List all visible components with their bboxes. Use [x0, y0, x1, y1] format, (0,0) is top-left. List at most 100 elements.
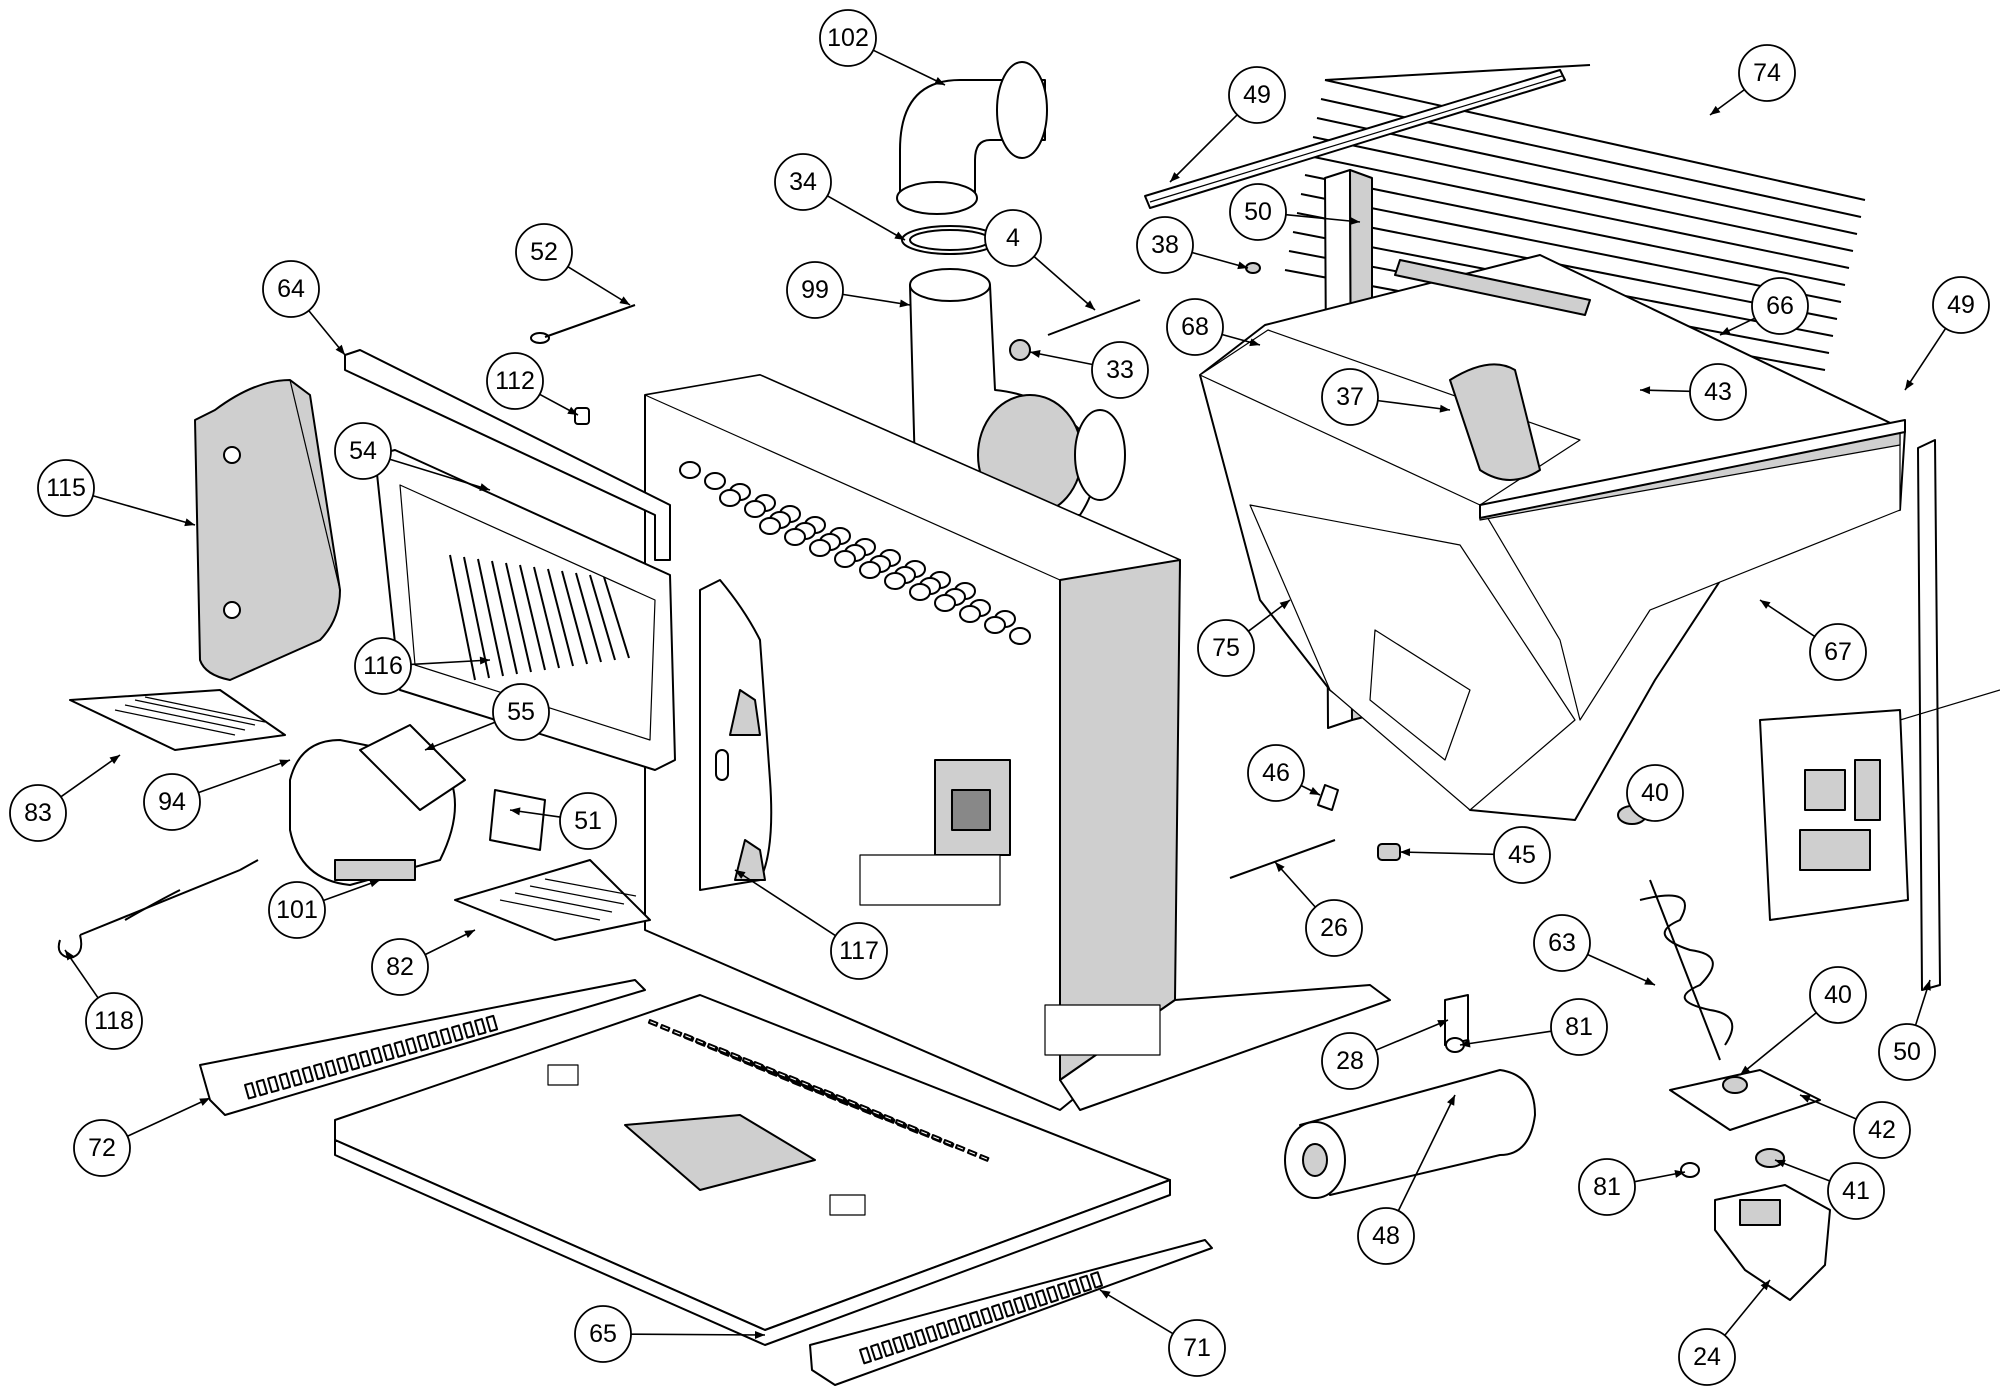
callout-label: 55: [507, 698, 535, 726]
vertical-bracket-right-part: [1917, 439, 1941, 991]
callout-label: 102: [827, 24, 869, 52]
mount-plate-part: [1669, 1069, 1821, 1131]
ash-tray-left-part: [69, 689, 286, 751]
callout-label: 66: [1766, 292, 1794, 320]
callout-label: 115: [46, 474, 86, 502]
nut-part: [1009, 339, 1031, 361]
callout-99: 99: [786, 261, 844, 319]
callout-94: 94: [143, 773, 201, 831]
callout-label: 116: [363, 652, 403, 680]
callout-49: 49: [1228, 66, 1286, 124]
callout-label: 101: [276, 896, 318, 924]
callout-118: 118: [85, 992, 143, 1050]
callout-49: 49: [1932, 276, 1990, 334]
u-bracket-part: [1444, 994, 1469, 1046]
callout-label: 33: [1106, 356, 1134, 384]
callout-label: 51: [574, 807, 602, 835]
callout-52: 52: [515, 223, 573, 281]
callout-label: 81: [1565, 1013, 1593, 1041]
callout-label: 38: [1151, 231, 1179, 259]
callout-81: 81: [1578, 1158, 1636, 1216]
callout-26: 26: [1305, 899, 1363, 957]
callout-label: 64: [277, 275, 305, 303]
callout-117: 117: [830, 922, 888, 980]
auger-part: [1617, 805, 1734, 1061]
callout-label: 46: [1262, 759, 1290, 787]
bushing-part: [1377, 843, 1401, 861]
callout-label: 112: [495, 367, 535, 395]
callout-67: 67: [1809, 623, 1867, 681]
callout-label: 82: [386, 953, 414, 981]
callout-55: 55: [492, 683, 550, 741]
callout-65: 65: [574, 1305, 632, 1363]
callout-label: 43: [1704, 378, 1732, 406]
callout-43: 43: [1689, 363, 1747, 421]
callout-116: 116: [354, 637, 412, 695]
callout-label: 42: [1868, 1116, 1896, 1144]
callout-label: 75: [1212, 634, 1240, 662]
callout-51: 51: [559, 792, 617, 850]
callout-label: 83: [24, 799, 52, 827]
callout-42: 42: [1853, 1101, 1911, 1159]
callout-38: 38: [1136, 216, 1194, 274]
callout-label: 48: [1372, 1222, 1400, 1250]
callout-71: 71: [1168, 1319, 1226, 1377]
callout-45: 45: [1493, 826, 1551, 884]
side-panel-part: [194, 379, 341, 681]
callout-label: 40: [1824, 981, 1852, 1009]
sensor-part: [1047, 299, 1141, 336]
callout-label: 71: [1183, 1334, 1211, 1362]
callout-label: 94: [158, 788, 186, 816]
gasket-ring-part: [901, 225, 999, 255]
burn-pot-part: [289, 724, 466, 886]
callout-74: 74: [1738, 44, 1796, 102]
small-plate-part: [489, 789, 546, 851]
callout-label: 81: [1593, 1173, 1621, 1201]
callout-label: 72: [88, 1134, 116, 1162]
feed-tube-part: [1284, 1069, 1536, 1199]
callout-82: 82: [371, 938, 429, 996]
side-bracket-part: [699, 579, 773, 891]
ash-tray-mid-part: [454, 859, 651, 941]
base-panel-part: [334, 994, 1171, 1346]
cap-b-part: [1680, 1162, 1700, 1178]
gearmotor-part: [1714, 1184, 1831, 1301]
callout-41: 41: [1827, 1162, 1885, 1220]
small-pin-part: [574, 407, 590, 425]
callout-33: 33: [1091, 341, 1149, 399]
left-trim-part: [199, 979, 646, 1116]
callout-label: 74: [1753, 59, 1781, 87]
callout-54: 54: [334, 422, 392, 480]
callout-83: 83: [9, 784, 67, 842]
callout-label: 24: [1693, 1343, 1721, 1371]
callout-label: 50: [1244, 198, 1272, 226]
callout-50: 50: [1229, 183, 1287, 241]
callout-label: 49: [1947, 291, 1975, 319]
door-frame-part: [374, 449, 676, 771]
callout-28: 28: [1321, 1032, 1379, 1090]
callout-115: 115: [37, 459, 95, 517]
callout-label: 37: [1336, 383, 1364, 411]
callout-label: 34: [789, 168, 817, 196]
callout-112: 112: [486, 352, 544, 410]
exhaust-elbow-part: [896, 61, 1048, 215]
callout-label: 68: [1181, 313, 1209, 341]
poker-tool-part: [57, 859, 259, 959]
callout-label: 45: [1508, 841, 1536, 869]
callout-63: 63: [1533, 914, 1591, 972]
callout-48: 48: [1357, 1207, 1415, 1265]
callout-label: 40: [1641, 779, 1669, 807]
rod-part: [530, 304, 636, 344]
top-rail-part: [1144, 69, 1566, 209]
callout-40: 40: [1809, 966, 1867, 1024]
callout-72: 72: [73, 1119, 131, 1177]
baffle-plate-part: [344, 349, 671, 561]
shaft-rod-part: [1229, 839, 1336, 879]
callout-40: 40: [1626, 764, 1684, 822]
firebox-body-part: [644, 374, 1391, 1111]
bearing-part: [1755, 1148, 1785, 1168]
callout-24: 24: [1678, 1328, 1736, 1386]
callout-label: 65: [589, 1320, 617, 1348]
callout-102: 102: [819, 9, 877, 67]
